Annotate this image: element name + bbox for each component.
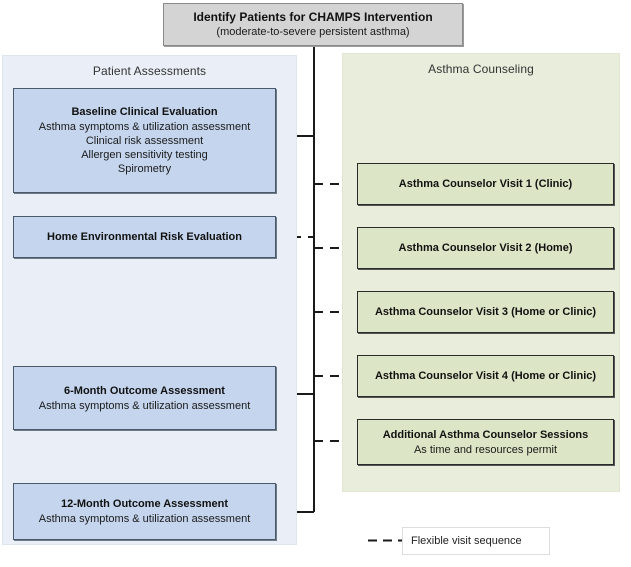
node-additional-asthma-counselor-sessions[interactable]: Additional Asthma Counselor Sessions As … xyxy=(357,419,614,465)
header-subtitle: (moderate-to-severe persistent asthma) xyxy=(216,26,410,38)
node-asthma-counselor-visit-2[interactable]: Asthma Counselor Visit 2 (Home) xyxy=(357,227,614,269)
node-detail-line: Allergen sensitivity testing xyxy=(81,149,208,161)
node-asthma-counselor-visit-1[interactable]: Asthma Counselor Visit 1 (Clinic) xyxy=(357,163,614,205)
node-title: Additional Asthma Counselor Sessions xyxy=(382,428,589,441)
node-6-month-outcome-assessment[interactable]: 6-Month Outcome Assessment Asthma sympto… xyxy=(13,366,276,430)
node-home-environmental-risk-evaluation[interactable]: Home Environmental Risk Evaluation xyxy=(13,216,276,258)
legend-flexible-visit-sequence: Flexible visit sequence xyxy=(402,527,550,555)
node-detail-line: Asthma symptoms & utilization assessment xyxy=(38,513,251,525)
node-title: Asthma Counselor Visit 4 (Home or Clinic… xyxy=(374,369,597,382)
node-detail-line: As time and resources permit xyxy=(413,443,558,456)
node-asthma-counselor-visit-3[interactable]: Asthma Counselor Visit 3 (Home or Clinic… xyxy=(357,291,614,333)
header-title: Identify Patients for CHAMPS Interventio… xyxy=(193,10,433,24)
node-title: Asthma Counselor Visit 1 (Clinic) xyxy=(398,177,573,190)
legend-dashed-line-icon xyxy=(368,539,408,542)
node-title: Baseline Clinical Evaluation xyxy=(71,106,218,118)
panel-left-heading: Patient Assessments xyxy=(92,64,207,78)
panel-asthma-counseling: Asthma Counseling xyxy=(342,53,620,492)
node-asthma-counselor-visit-4[interactable]: Asthma Counselor Visit 4 (Home or Clinic… xyxy=(357,355,614,397)
node-detail-line: Asthma symptoms & utilization assessment xyxy=(38,399,251,412)
node-detail-line: Spirometry xyxy=(117,163,172,175)
panel-right-heading: Asthma Counseling xyxy=(428,62,534,76)
node-title: 12-Month Outcome Assessment xyxy=(60,498,229,510)
node-12-month-outcome-assessment[interactable]: 12-Month Outcome Assessment Asthma sympt… xyxy=(13,483,276,540)
node-detail-line: Asthma symptoms & utilization assessment xyxy=(38,121,251,133)
legend-label: Flexible visit sequence xyxy=(411,535,522,547)
header-node: Identify Patients for CHAMPS Interventio… xyxy=(163,3,463,46)
node-title: Asthma Counselor Visit 3 (Home or Clinic… xyxy=(374,305,597,318)
node-title: Home Environmental Risk Evaluation xyxy=(47,230,242,243)
node-detail-line: Clinical risk assessment xyxy=(85,135,204,147)
node-title: Asthma Counselor Visit 2 (Home) xyxy=(398,241,573,254)
node-title: 6-Month Outcome Assessment xyxy=(64,384,225,397)
node-baseline-clinical-evaluation[interactable]: Baseline Clinical Evaluation Asthma symp… xyxy=(13,88,276,193)
